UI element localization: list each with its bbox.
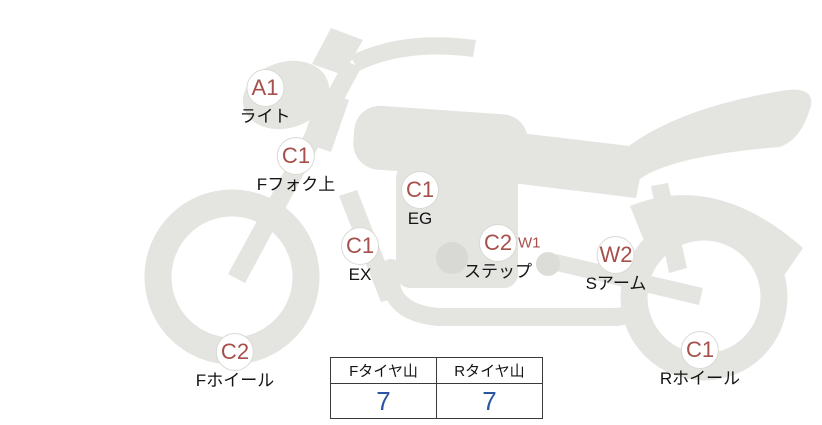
fuel-tank-shape [353, 105, 528, 179]
condition-code: C1 [281, 143, 311, 168]
marker-light: A1 ライト [240, 69, 291, 127]
condition-badge: C1 [401, 171, 439, 209]
table-row: 7 7 [330, 383, 543, 419]
front-tire-header: Fタイヤ山 [330, 357, 437, 384]
steering-shape [302, 90, 349, 152]
condition-badge: C1 [341, 227, 379, 265]
marker-front-fork-upper: C1 Fフォク上 [257, 137, 335, 195]
condition-badge: A1 [246, 69, 284, 107]
swing-arm-shape [552, 254, 703, 305]
seat-shape [610, 89, 812, 179]
front-wheel-shape [144, 189, 320, 365]
marker-engine: C1 EG [401, 171, 439, 229]
condition-code: C1 [405, 177, 435, 202]
condition-code: C1 [345, 233, 375, 258]
rear-tire-header: Rタイヤ山 [436, 357, 543, 384]
condition-code: C2 [220, 339, 250, 364]
marker-step: C2 W1 ステップ [464, 224, 541, 282]
rear-tire-value: 7 [436, 383, 543, 419]
part-label: ステップ [464, 262, 532, 281]
condition-sub-code: W1 [518, 234, 541, 252]
handlebar-clamp-shape [312, 28, 363, 75]
handlebar-shape [350, 37, 476, 71]
footpeg-detail [536, 252, 560, 276]
mid-frame-shape [504, 132, 646, 198]
part-label: Fホイール [195, 371, 275, 390]
front-tire-value: 7 [330, 383, 437, 419]
marker-rear-wheel: C1 Rホイール [660, 331, 740, 389]
part-label: EX [348, 265, 372, 284]
condition-badge: C2 [215, 333, 254, 371]
part-label: Sアーム [585, 274, 647, 293]
part-label: Rホイール [659, 369, 741, 388]
condition-badge: C1 [681, 331, 719, 369]
condition-code: W2 [599, 242, 633, 267]
condition-badge: C1 [276, 137, 315, 175]
engine-case-detail [436, 242, 468, 274]
condition-code: C2 [483, 230, 513, 255]
rear-shock-shape [651, 183, 687, 273]
part-label: ライト [239, 107, 291, 126]
marker-exhaust: C1 EX [341, 227, 379, 285]
condition-badge: W2 [597, 236, 635, 274]
exhaust-pipe-shape [381, 259, 645, 326]
marker-swing-arm: W2 Sアーム [585, 236, 647, 294]
marker-front-wheel: C2 Fホイール [196, 333, 274, 391]
condition-code: A1 [251, 75, 279, 100]
tire-tread-table: Fタイヤ山 Rタイヤ山 7 7 [330, 357, 543, 419]
condition-code: C1 [685, 337, 715, 362]
condition-badge: C2 W1 [479, 224, 541, 262]
part-label: Fフォク上 [256, 175, 336, 194]
part-label: EG [407, 209, 433, 228]
